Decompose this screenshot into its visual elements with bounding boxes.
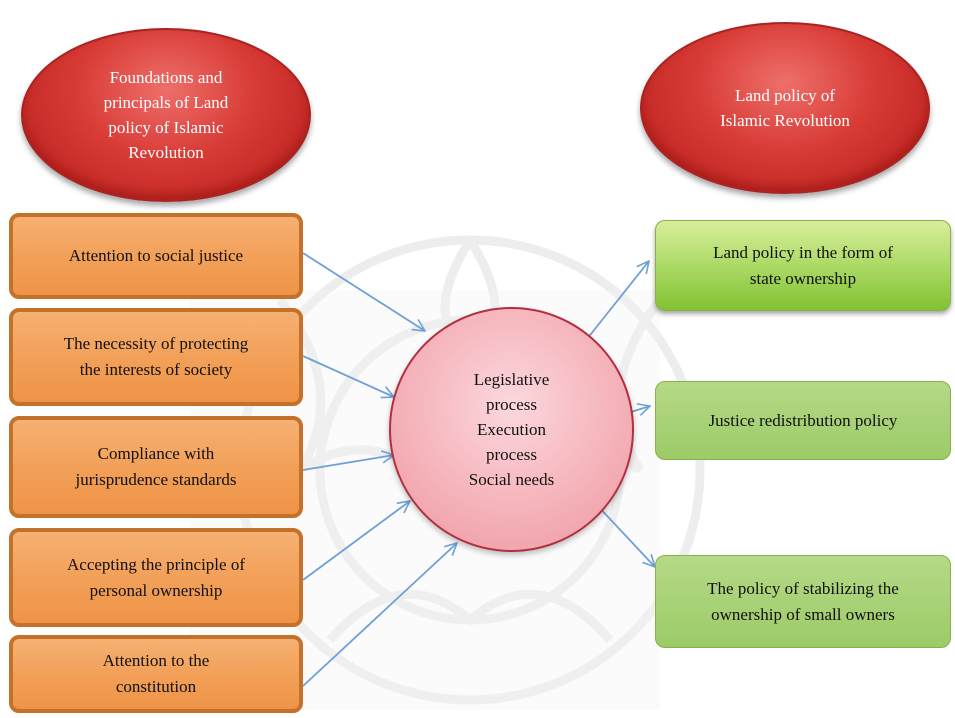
box-text-line: Land policy in the form of (713, 242, 893, 262)
arrow-line (302, 455, 394, 471)
box-text-line: ownership of small owners (711, 604, 895, 624)
ellipse-text-line: Islamic Revolution (720, 111, 850, 130)
policy-box-small-owners: The policy of stabilizing the ownership … (655, 555, 951, 648)
foundation-box-personal-ownership: Accepting the principle of personal owne… (9, 528, 303, 627)
box-text-line: Attention to the (102, 651, 210, 670)
foundations-heading-ellipse: Foundations and principals of Land polic… (21, 28, 311, 202)
arrow-line (302, 355, 394, 397)
box-text-line: Compliance with (97, 444, 215, 463)
center-process-circle: Legislative process Execution process So… (389, 307, 634, 552)
arrow-line (594, 502, 655, 567)
box-text-line: state ownership (749, 268, 857, 288)
circle-text-line: Social needs (468, 470, 555, 489)
box-text-line: The necessity of protecting (63, 334, 249, 353)
circle-text-line: process (486, 395, 537, 414)
arrow-line (582, 261, 649, 345)
box-text-line: Accepting the principle of (67, 554, 245, 574)
circle-text-line: process (486, 445, 537, 464)
ellipse-text-line: principals of Land (103, 93, 229, 112)
circle-text-line: Execution (477, 420, 546, 439)
box-text-line: Attention to social justice (68, 246, 244, 265)
ellipse-text-line: Foundations and (109, 68, 223, 87)
box-text-line: personal ownership (89, 580, 223, 600)
policy-box-state-ownership: Land policy in the form of state ownersh… (655, 220, 951, 311)
circle-text-line: Legislative (473, 370, 550, 389)
box-text-line: jurisprudence standards (75, 470, 237, 489)
box-text-line: The policy of stabilizing the (707, 578, 899, 598)
arrow-line (302, 252, 425, 331)
foundation-box-constitution: Attention to the constitution (9, 635, 303, 713)
policy-box-justice-redistribution: Justice redistribution policy (655, 381, 951, 460)
arrow-line (302, 501, 410, 581)
box-text-line: the interests of society (79, 360, 233, 379)
foundation-box-jurisprudence: Compliance with jurisprudence standards (9, 416, 303, 518)
box-text-line: Justice redistribution policy (708, 410, 898, 430)
arrow-line (302, 543, 457, 687)
ellipse-text-line: policy of Islamic (108, 118, 224, 137)
foundation-box-social-justice: Attention to social justice (9, 213, 303, 299)
box-text-line: constitution (115, 677, 197, 696)
ellipse-text-line: Revolution (128, 143, 204, 162)
land-policy-heading-ellipse: Land policy of Islamic Revolution (640, 22, 930, 194)
foundation-box-protecting-society: The necessity of protecting the interest… (9, 308, 303, 406)
ellipse-text-line: Land policy of (734, 86, 836, 105)
